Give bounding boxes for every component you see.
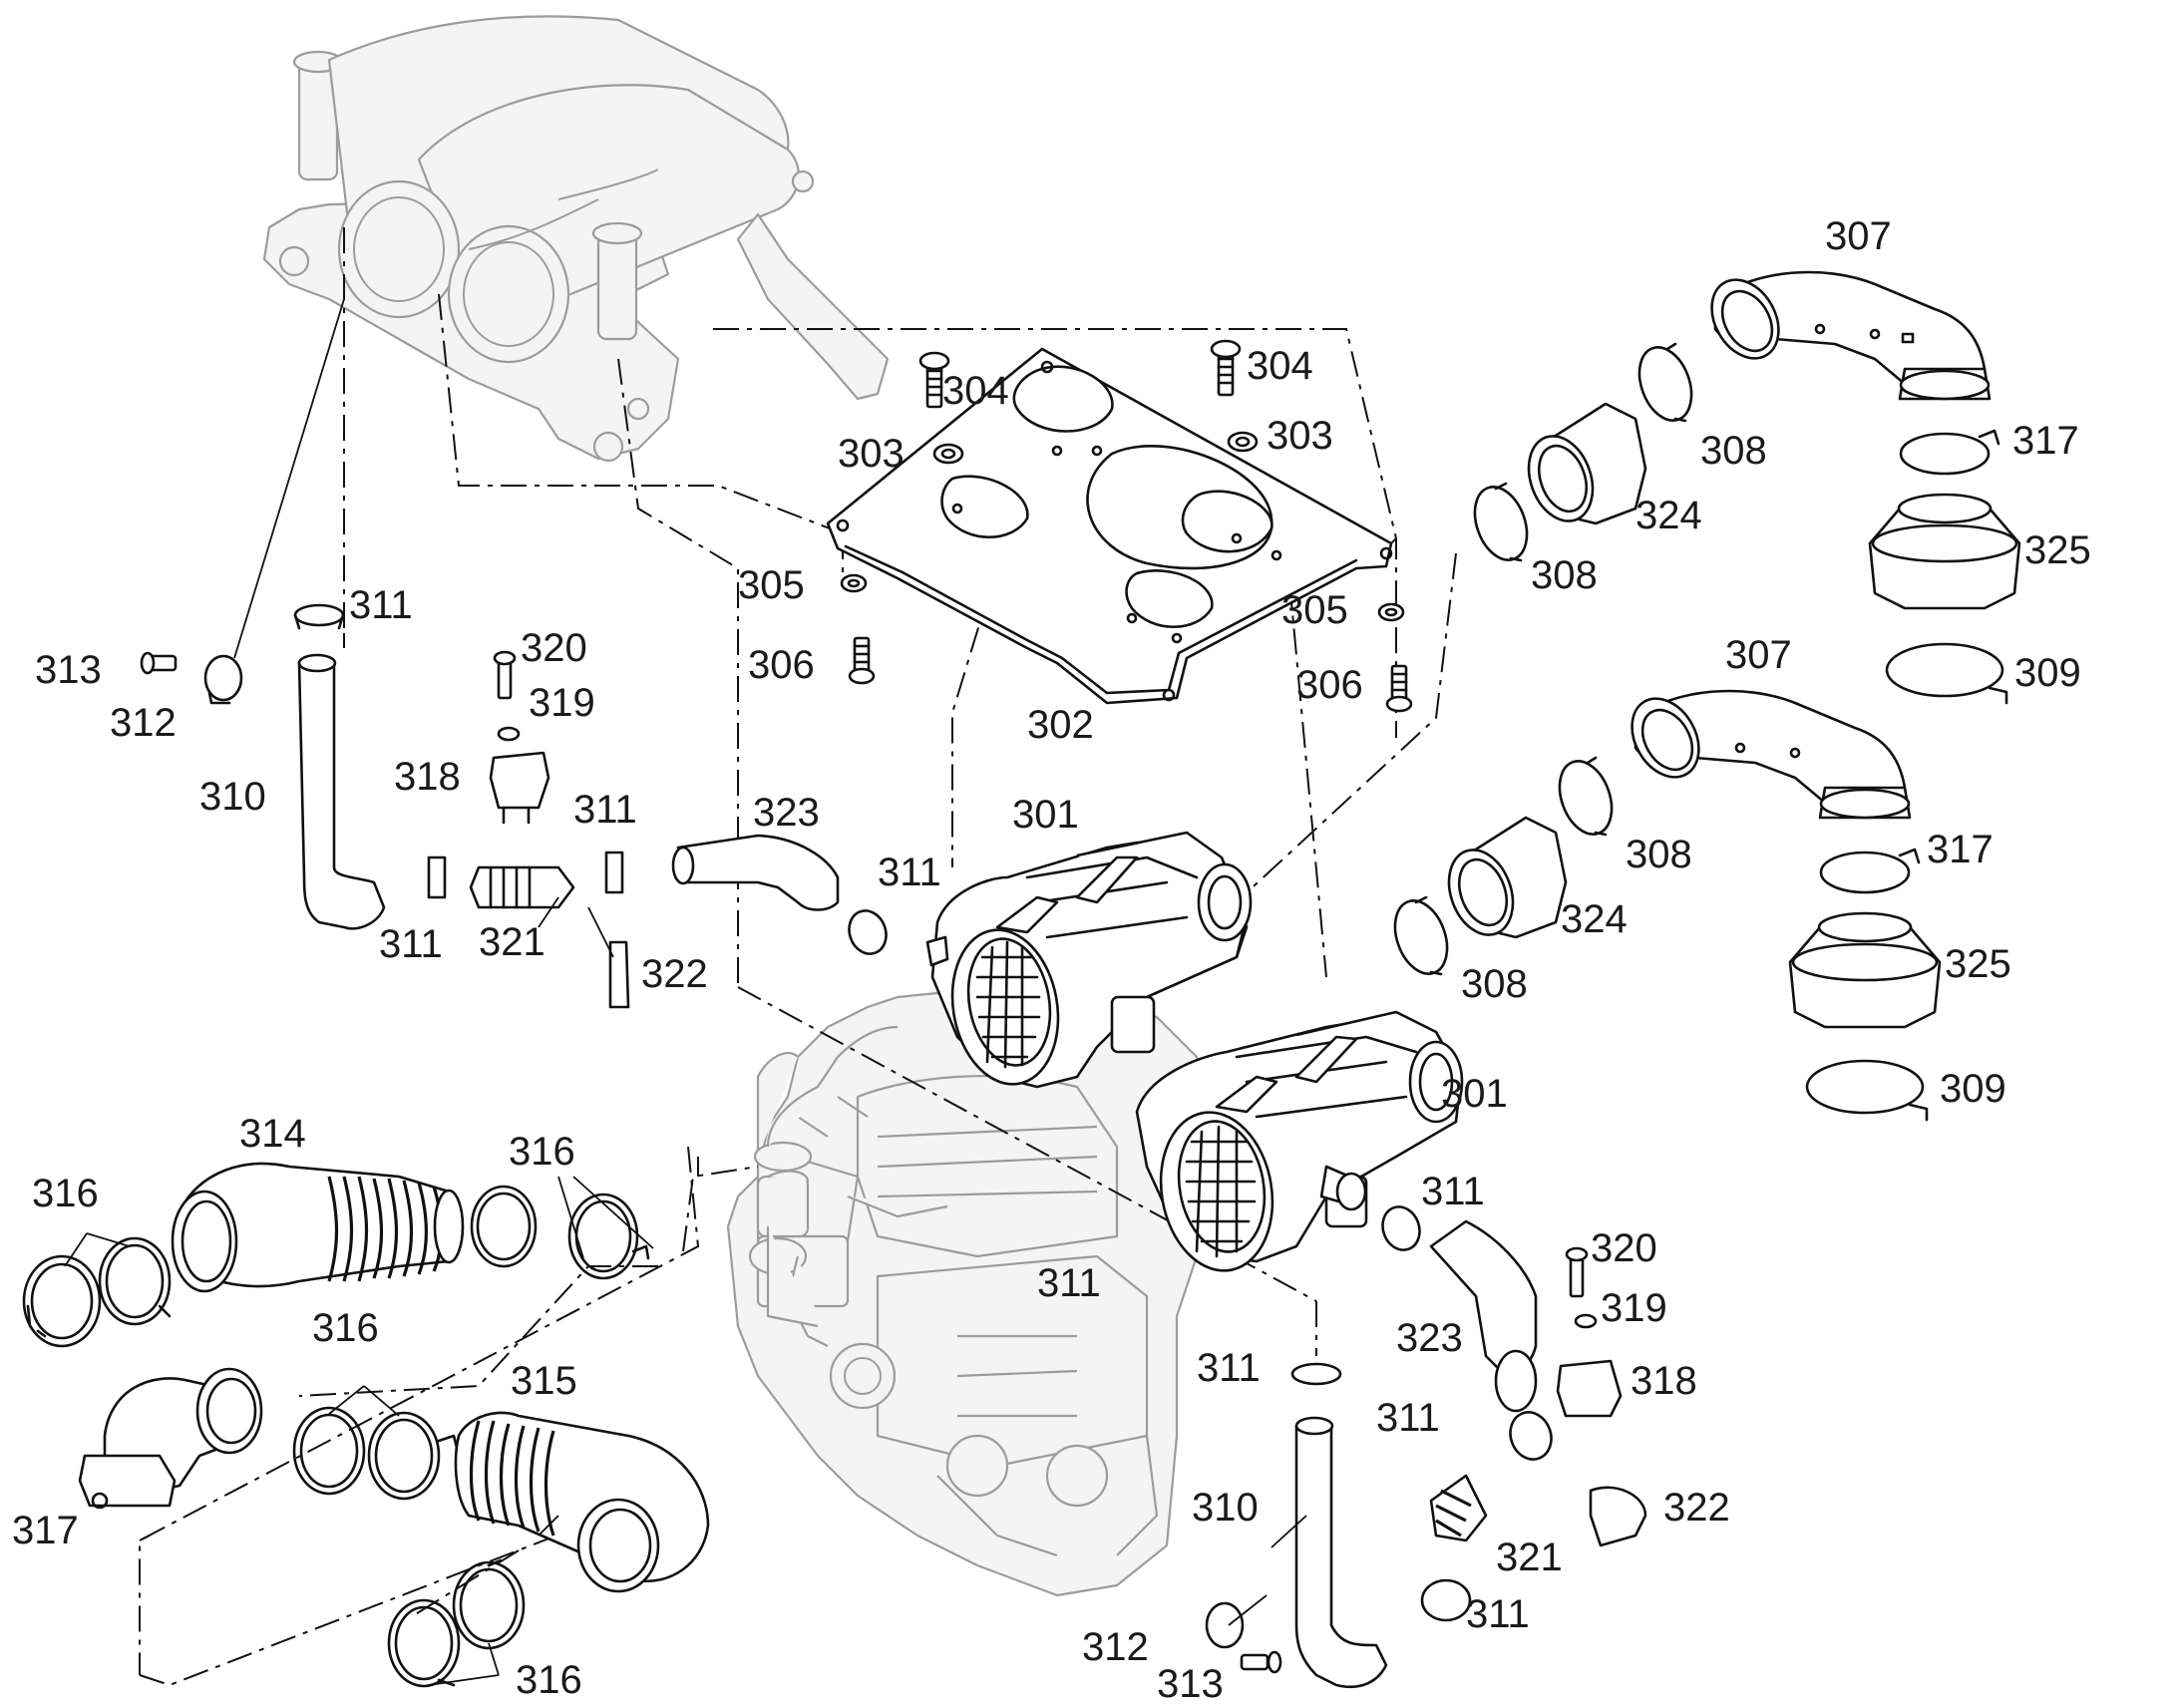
callout-311-lower-tube: 311: [1197, 1346, 1261, 1390]
callout-306-right: 306: [1296, 663, 1363, 707]
callout-323-upper: 323: [753, 791, 820, 835]
callout-310-upper: 310: [199, 775, 266, 819]
callout-317-elbow: 317: [12, 1509, 79, 1552]
callout-302: 302: [1027, 703, 1094, 747]
callout-322-lower: 322: [1663, 1486, 1730, 1530]
callout-303-left: 303: [838, 432, 905, 476]
callout-324-upper: 324: [1635, 494, 1702, 537]
callout-304-right: 304: [1247, 344, 1313, 388]
callout-318-lower: 318: [1631, 1359, 1697, 1403]
callout-316-mid: 316: [312, 1306, 379, 1350]
hose-group-lower-right: [1205, 1205, 1647, 1689]
callout-311-left: 311: [379, 922, 443, 966]
callout-320-lower: 320: [1591, 1226, 1657, 1270]
mounting-plate: [826, 347, 1393, 705]
callout-308-lower-left: 308: [1461, 962, 1528, 1006]
callout-311-lower-bottom: 311: [1466, 1592, 1530, 1636]
callout-309-upper: 309: [2014, 651, 2081, 695]
callout-303-right: 303: [1267, 414, 1333, 458]
callout-309-lower: 309: [1940, 1067, 2006, 1111]
callout-311-unit: 311: [878, 851, 941, 894]
callout-310-lower: 310: [1192, 1486, 1259, 1530]
outlet-pipe-upper: [1710, 270, 1992, 401]
callout-312-upper: 312: [110, 701, 177, 745]
callout-321-lower: 321: [1496, 1536, 1563, 1579]
aftertreatment-unit-lower: [1135, 1010, 1464, 1272]
engine-ghost: [726, 985, 1219, 1597]
muffler-assembly-ghost: [262, 15, 890, 463]
callout-316-top-left: 316: [32, 1172, 99, 1215]
callout-labels: 301 301 302 303 303 304 304 305 305 306 …: [12, 214, 2091, 1706]
callout-317-lower: 317: [1927, 828, 1994, 871]
callout-316-bottom: 316: [516, 1658, 582, 1702]
callout-324-lower: 324: [1561, 897, 1628, 941]
callout-304-left: 304: [942, 369, 1009, 413]
callout-320-upper: 320: [521, 626, 587, 670]
callout-318-upper: 318: [394, 755, 461, 799]
callout-322-upper: 322: [641, 952, 708, 996]
connectors-upper-right: [1473, 342, 2021, 705]
callout-308-lower-right: 308: [1626, 833, 1692, 876]
intake-hose-314: [22, 1162, 650, 1348]
callout-325-lower: 325: [1945, 942, 2011, 986]
callout-307-upper: 307: [1825, 214, 1892, 258]
callout-305-left: 305: [738, 563, 805, 607]
callout-316-top-right: 316: [509, 1130, 575, 1174]
callout-311-lower-unit: 311: [1421, 1170, 1485, 1213]
callout-325-upper: 325: [2024, 528, 2091, 572]
leader-lines: [64, 298, 1307, 1686]
callout-319-lower: 319: [1601, 1286, 1667, 1330]
callout-308-upper-left: 308: [1531, 553, 1598, 597]
callout-313-lower: 313: [1157, 1662, 1224, 1706]
callout-317-upper: 317: [2012, 419, 2079, 463]
callout-321-upper: 321: [479, 920, 545, 964]
callout-311-engine: 311: [1037, 1261, 1101, 1305]
callout-311-mid: 311: [573, 788, 637, 832]
hose-group-upper-left: [140, 603, 888, 1009]
callout-301-upper: 301: [1012, 793, 1079, 837]
callout-305-right: 305: [1281, 588, 1348, 632]
callout-314: 314: [239, 1112, 306, 1156]
callout-311-top: 311: [349, 583, 413, 627]
callout-315: 315: [511, 1359, 577, 1403]
connectors-lower-right: [1393, 756, 1942, 1122]
callout-301-lower: 301: [1441, 1072, 1508, 1116]
aftertreatment-unit-upper: [925, 831, 1253, 1089]
callout-312-lower: 312: [1082, 1625, 1149, 1669]
plate-fasteners: [840, 339, 1413, 713]
assembly-lines: [139, 227, 1457, 1687]
callout-308-upper-right: 308: [1700, 429, 1767, 473]
callout-307-lower: 307: [1725, 633, 1792, 677]
intake-hose-315: [78, 1367, 710, 1688]
callout-323-lower: 323: [1396, 1316, 1463, 1360]
callout-306-left: 306: [748, 643, 815, 687]
callout-319-upper: 319: [529, 681, 595, 725]
callout-313-upper: 313: [35, 648, 102, 692]
callout-311-lower-mid: 311: [1376, 1396, 1440, 1440]
outlet-pipe-lower: [1631, 689, 1912, 820]
